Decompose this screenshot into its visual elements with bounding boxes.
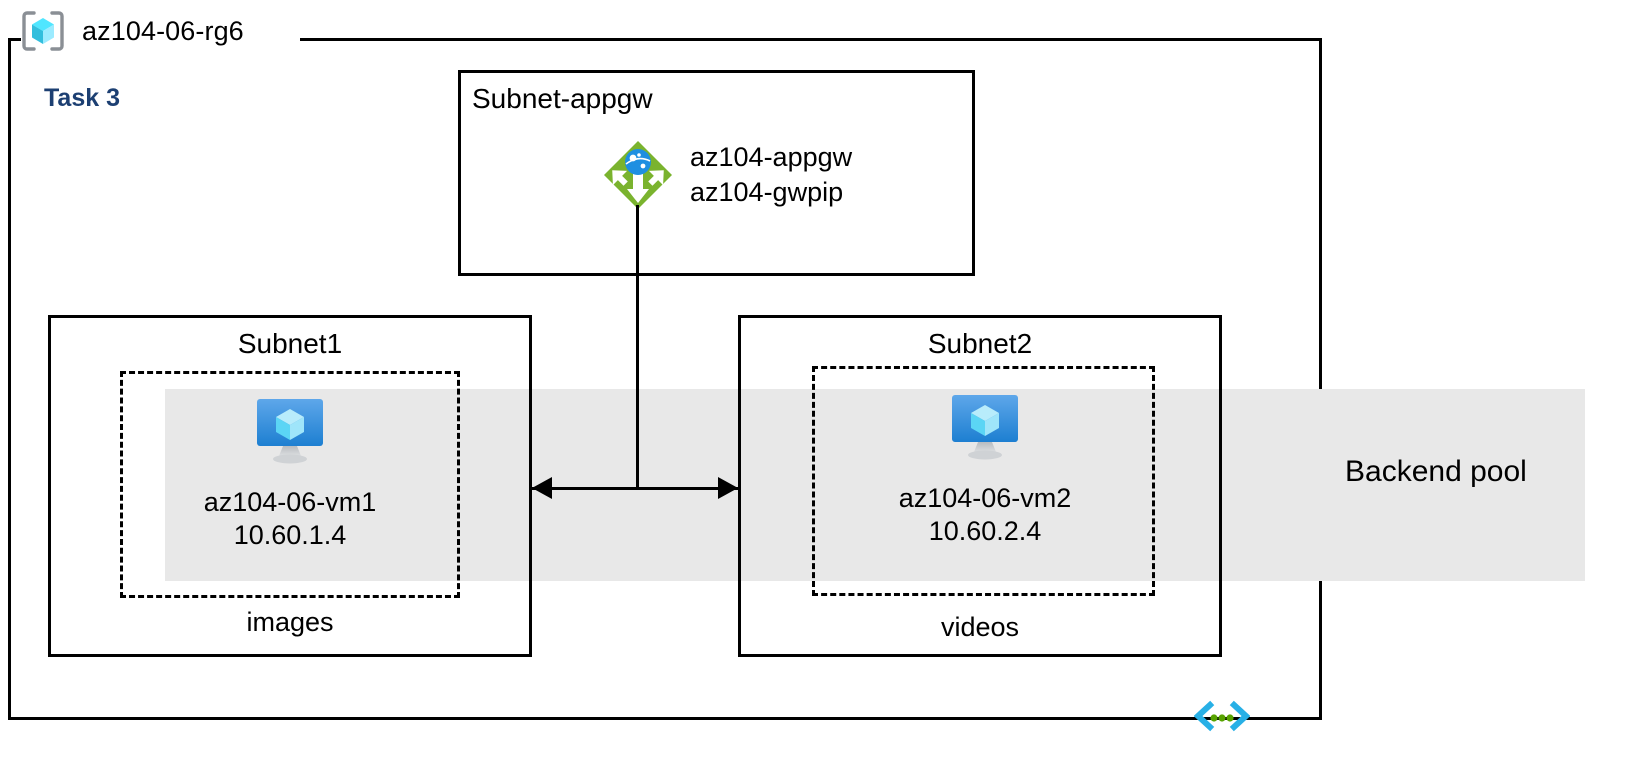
subnet2-box <box>738 315 1222 657</box>
resource-group-cube-icon <box>22 10 64 52</box>
vm2-ip: 10.60.2.4 <box>928 515 1042 546</box>
resource-group-border-left <box>8 38 11 720</box>
subnet1-footer-label: images <box>246 607 334 637</box>
resource-group-border-right <box>1319 38 1322 720</box>
vm1-name: az104-06-vm1 <box>203 487 377 517</box>
resource-group-header: az104-06-rg6 <box>22 6 244 56</box>
appgw-name-line-2: az104-gwpip <box>690 177 844 207</box>
subnet1-title: Subnet1 <box>237 328 343 359</box>
virtual-machine-icon <box>945 392 1025 462</box>
connector-arrowhead-left <box>532 477 552 499</box>
application-gateway-labels: az104-appgw az104-gwpip <box>690 140 852 210</box>
virtual-machine-icon <box>250 396 330 466</box>
connector-arrowhead-right <box>718 477 738 499</box>
vm2-block: az104-06-vm2 10.60.2.4 <box>855 392 1115 548</box>
subnet2-dashed-group <box>812 366 1155 596</box>
appgw-to-backend-connector <box>636 205 639 490</box>
subnet-appgw-title: Subnet-appgw <box>472 83 653 114</box>
application-gateway-group: az104-appgw az104-gwpip <box>598 135 852 215</box>
resource-group-border-top-right <box>300 38 1322 41</box>
subnet2-footer-label: videos <box>940 612 1020 642</box>
task-label: Task 3 <box>44 84 120 112</box>
subnet-appgw-box <box>458 70 975 276</box>
subnet1-box <box>48 315 532 657</box>
resource-group-name: az104-06-rg6 <box>82 15 244 46</box>
subnet1-dashed-group <box>120 371 460 598</box>
virtual-network-icon <box>1193 697 1251 733</box>
vm1-ip: 10.60.1.4 <box>233 519 347 550</box>
backend-pool-band <box>165 389 1585 581</box>
subnet2-title: Subnet2 <box>927 328 1033 359</box>
resource-group-border-top-left <box>8 38 21 41</box>
backend-pool-label: Backend pool <box>1345 455 1527 488</box>
subnet1-subnet2-connector <box>532 487 738 490</box>
application-gateway-icon <box>598 135 678 215</box>
appgw-name-line-1: az104-appgw <box>690 141 853 172</box>
resource-group-border-bottom <box>8 717 1322 720</box>
vm2-name: az104-06-vm2 <box>898 483 1072 513</box>
vm1-block: az104-06-vm1 10.60.1.4 <box>160 396 420 552</box>
